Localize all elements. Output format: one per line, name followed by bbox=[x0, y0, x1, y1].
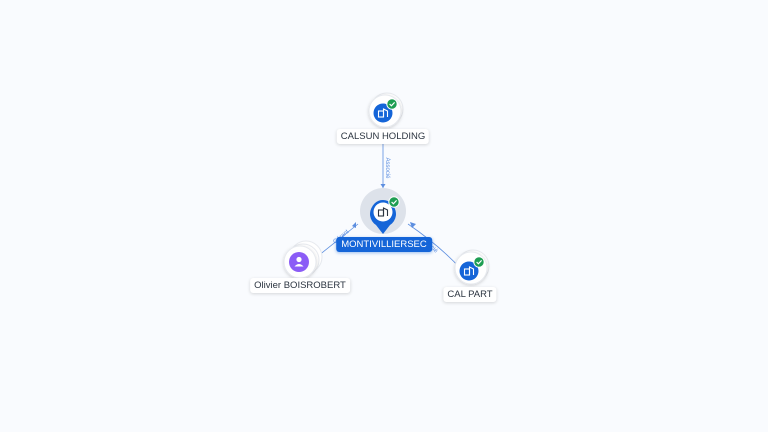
building-icon bbox=[377, 108, 389, 118]
building-icon bbox=[463, 266, 475, 276]
node-label-calsun-holding[interactable]: CALSUN HOLDING bbox=[336, 129, 430, 144]
node-label-cal-part[interactable]: CAL PART bbox=[443, 287, 497, 302]
edge-calsun-center: Associé bbox=[380, 142, 390, 190]
node-olivier-boisrobert[interactable] bbox=[283, 240, 323, 279]
person-icon bbox=[294, 256, 304, 267]
building-icon bbox=[377, 207, 389, 217]
verified-check-icon bbox=[386, 98, 398, 110]
edge-label-calsun-center: Associé bbox=[384, 157, 390, 179]
verified-check-icon bbox=[388, 196, 400, 208]
verified-check-icon bbox=[473, 256, 485, 268]
node-label-olivier-boisrobert[interactable]: Olivier BOISROBERT bbox=[250, 278, 350, 293]
node-calsun-holding[interactable] bbox=[368, 92, 404, 128]
node-label-montivilliersec[interactable]: MONTIVILLIERSEC bbox=[336, 237, 432, 252]
node-cal-part[interactable] bbox=[454, 249, 490, 285]
node-montivilliersec[interactable] bbox=[360, 188, 406, 234]
